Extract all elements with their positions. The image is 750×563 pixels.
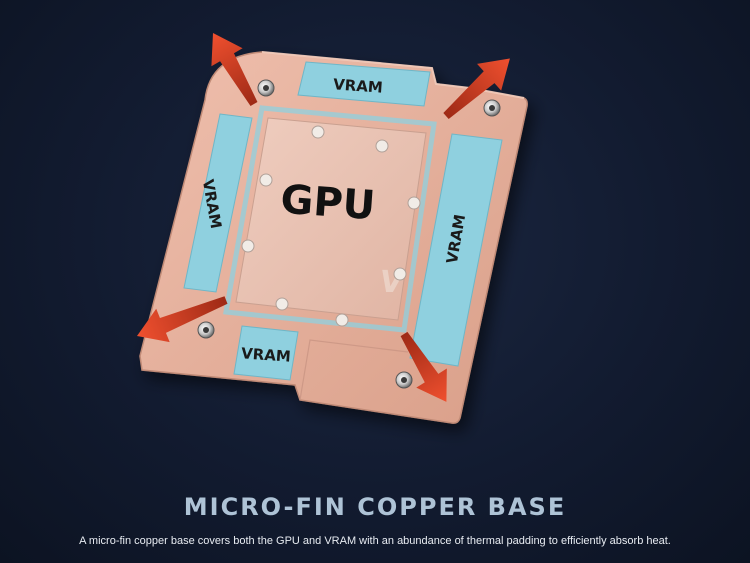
- corner-screws: [197, 79, 501, 389]
- vram-pad-top: VRAM: [297, 61, 431, 107]
- vram-pad-right: VRAM: [409, 133, 503, 367]
- arrow-icon-top-right: [443, 58, 510, 119]
- vram-label-bottom: VRAM: [241, 344, 292, 365]
- arrow-icon-bottom-left: [136, 296, 228, 343]
- vram-pad-left: VRAM: [183, 113, 253, 293]
- arrow-icon-bottom-right: [400, 331, 447, 402]
- vram-pad-bottom: VRAM: [233, 325, 299, 381]
- screw-bottom-left: [197, 321, 215, 339]
- screw-bottom-right: [395, 371, 413, 389]
- screw-top-right: [483, 99, 501, 117]
- vram-label-top: VRAM: [333, 75, 384, 96]
- heat-arrows: [136, 32, 510, 402]
- gpu-die-area: GPU: [223, 105, 437, 333]
- section-description: A micro-fin copper base covers both the …: [79, 535, 671, 547]
- screw-top-left: [257, 79, 275, 97]
- section-title: MICRO-FIN COPPER BASE: [183, 493, 567, 521]
- arrow-icon-top-left: [211, 32, 258, 106]
- mounting-studs: [241, 125, 421, 327]
- gpu-label: GPU: [279, 177, 377, 229]
